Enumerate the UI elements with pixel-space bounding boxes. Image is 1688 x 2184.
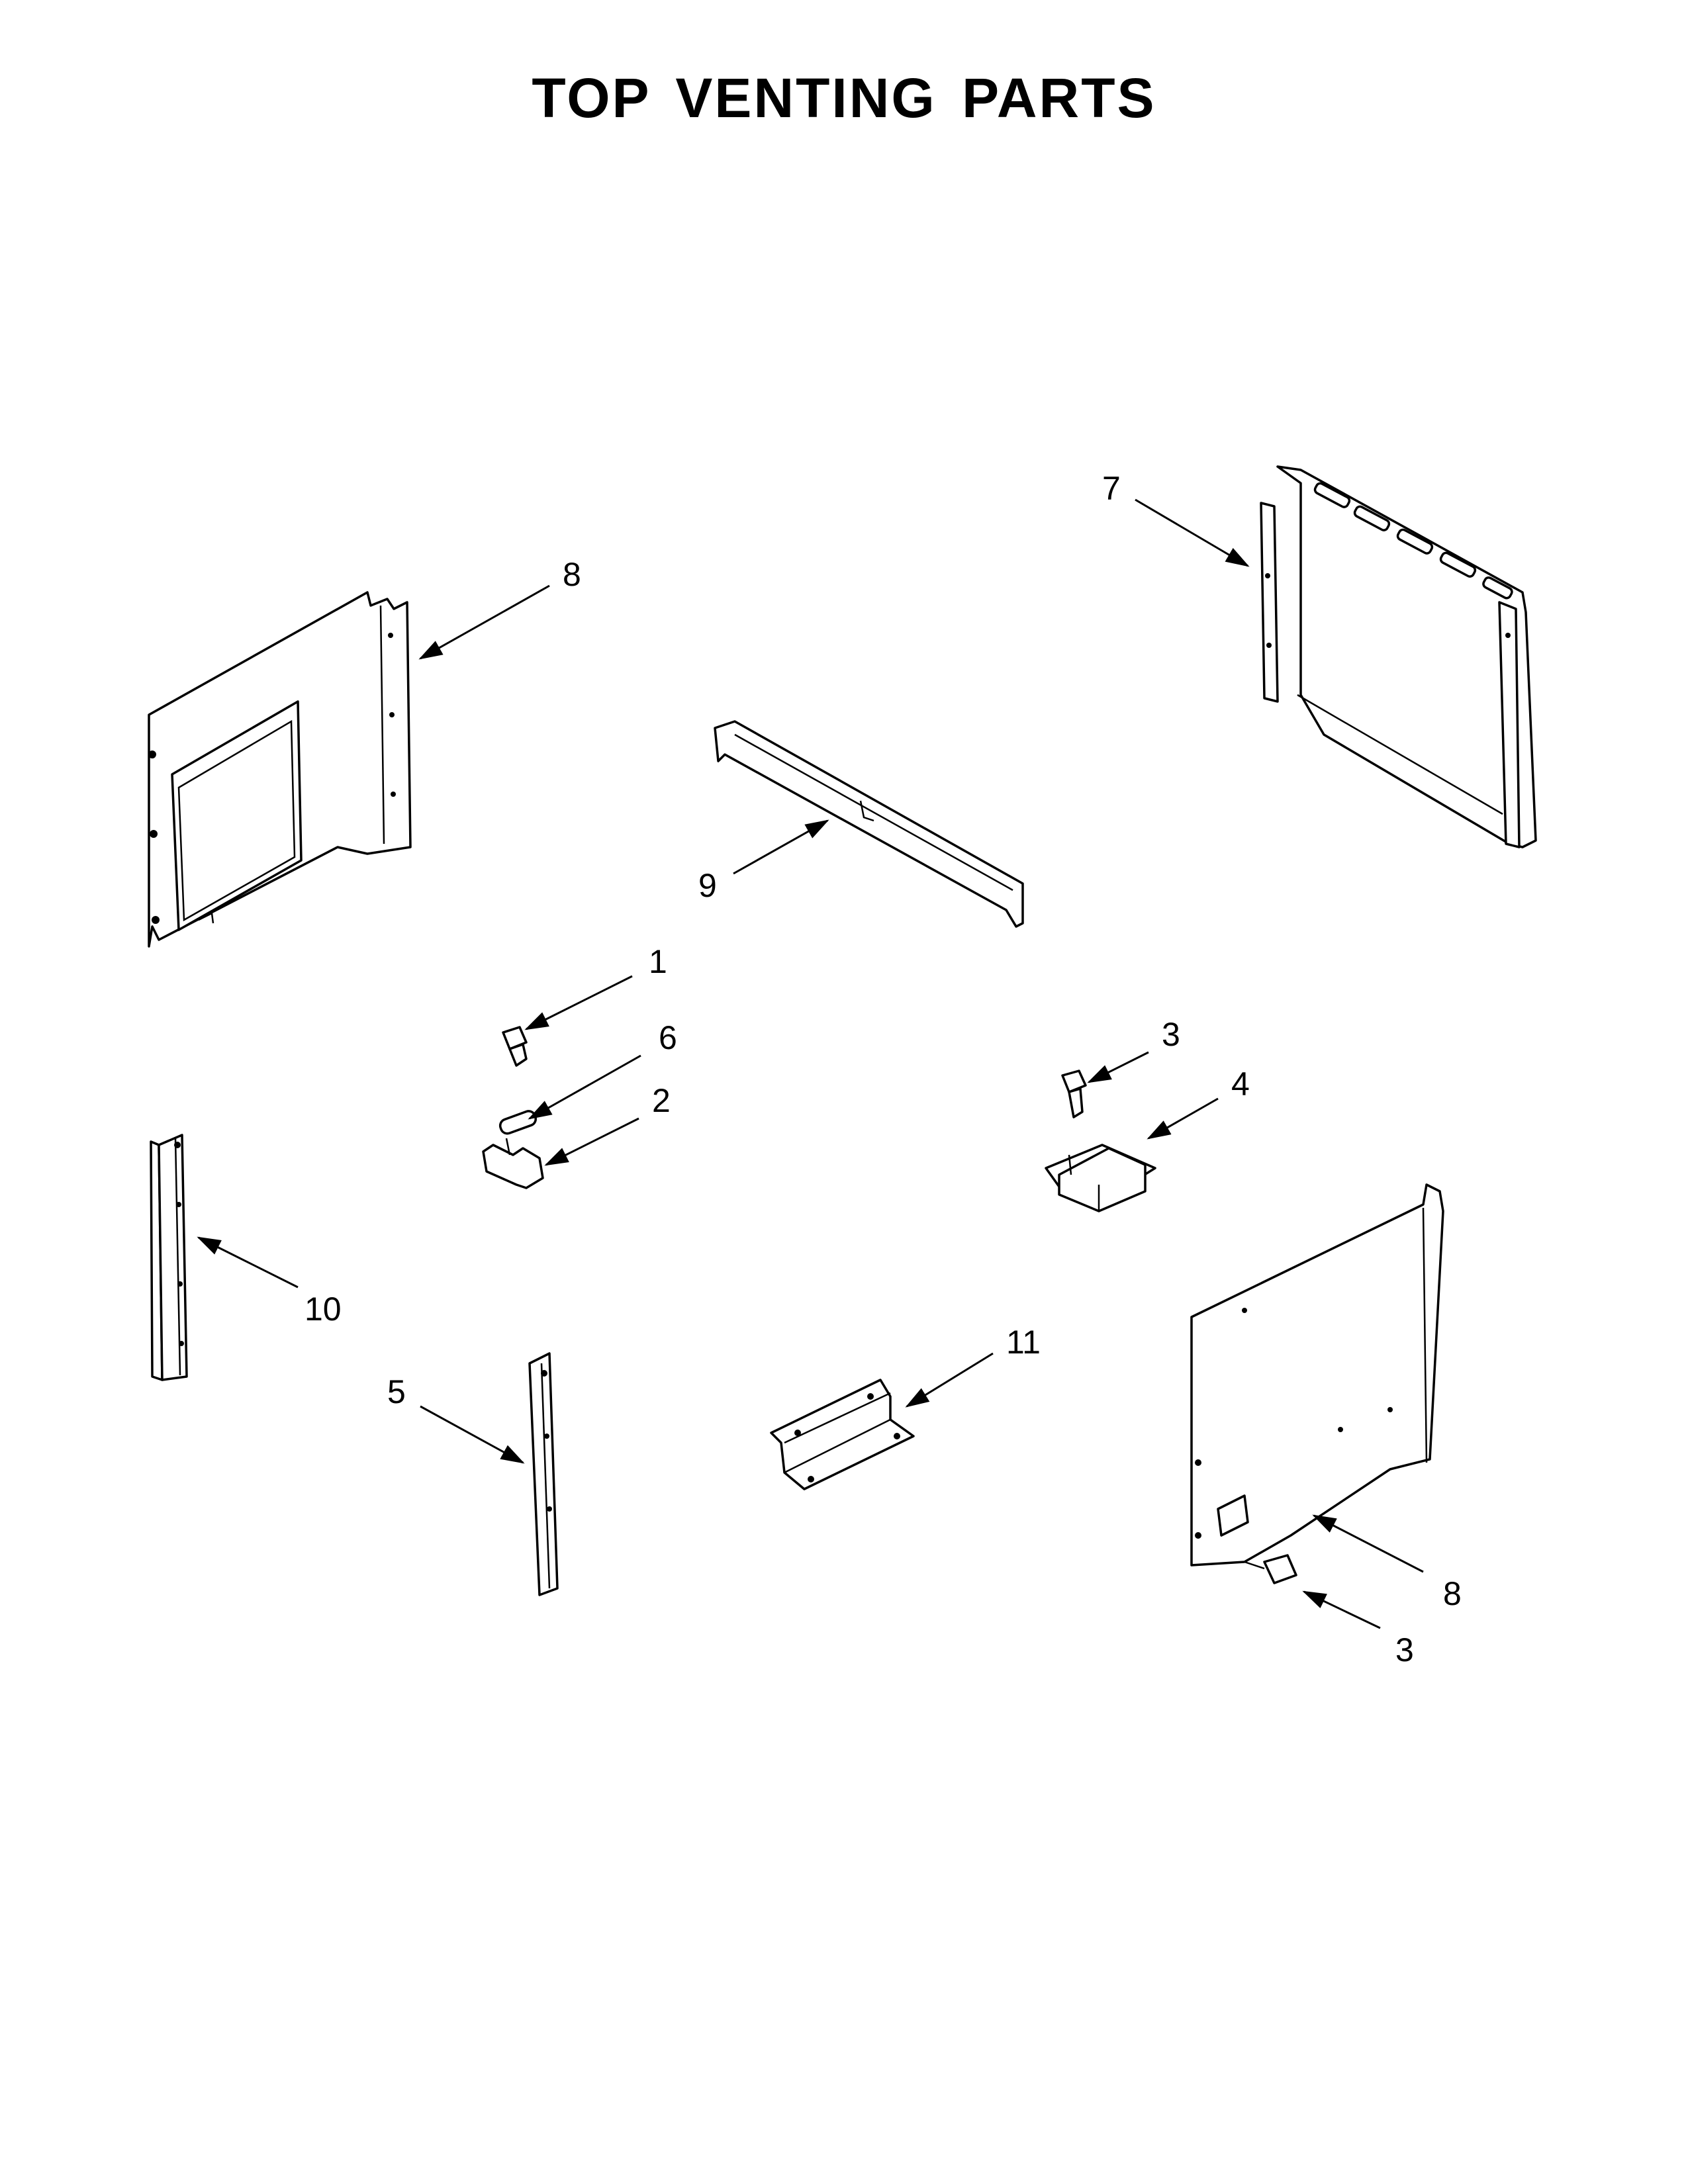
callout-10: 10 [305, 1291, 342, 1328]
leader-4 [1147, 1097, 1219, 1140]
callout-3-upper: 3 [1162, 1016, 1180, 1053]
part-fuse [498, 1110, 538, 1135]
leader-8-upper [418, 584, 550, 660]
part-rear-vent-panel [1260, 465, 1537, 848]
callout-1: 1 [649, 943, 667, 980]
callout-2: 2 [652, 1082, 671, 1119]
callout-11: 11 [1006, 1324, 1041, 1361]
part-vertical-channel-center [528, 1352, 559, 1596]
leader-3-lower [1302, 1590, 1381, 1629]
part-side-panel-left [148, 591, 412, 948]
callout-3-lower: 3 [1395, 1631, 1414, 1668]
page-title: TOP VENTING PARTS [532, 67, 1156, 129]
callout-5: 5 [387, 1373, 406, 1410]
leader-1 [524, 975, 633, 1030]
leader-8-lower [1312, 1514, 1424, 1573]
callout-7: 7 [1102, 470, 1121, 507]
leader-6 [528, 1054, 641, 1120]
part-side-panel-right [1190, 1183, 1444, 1567]
part-screw-1 [502, 1026, 528, 1067]
leader-9 [733, 819, 829, 875]
part-control-module [1045, 1144, 1156, 1212]
callout-8-upper: 8 [563, 556, 581, 593]
leader-2 [544, 1117, 639, 1166]
part-mounting-bracket [770, 1379, 915, 1490]
callout-8-lower: 8 [1443, 1575, 1462, 1612]
leader-5 [420, 1405, 525, 1464]
part-vent-bracket-rail [714, 720, 1024, 928]
leader-11 [905, 1352, 994, 1408]
callout-6: 6 [659, 1019, 677, 1056]
leader-3-upper [1087, 1051, 1149, 1083]
callout-4: 4 [1231, 1066, 1250, 1103]
part-screw-3-upper [1061, 1069, 1087, 1118]
callout-9: 9 [698, 867, 717, 904]
part-fuse-holder [482, 1138, 544, 1189]
part-vertical-channel-left [150, 1134, 188, 1381]
leader-10 [197, 1236, 299, 1289]
leader-7 [1135, 498, 1250, 567]
part-screw-3-lower [1244, 1554, 1297, 1584]
